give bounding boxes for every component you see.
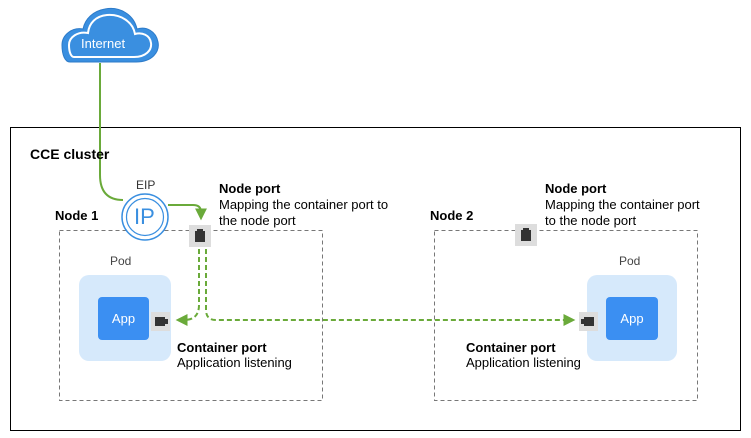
node2-pod-label: Pod: [619, 254, 641, 268]
node1-node-port-desc-1: Mapping the container port to: [219, 197, 389, 212]
node1-container-port-desc: Application listening: [177, 355, 292, 370]
node2-app-box: App: [606, 297, 658, 340]
node2-node-port-icon: [515, 224, 537, 246]
node1-node-port-title: Node port: [219, 181, 281, 196]
eip-icon-text: IP: [134, 204, 155, 229]
node2-node-port-desc-1: Mapping the container port: [545, 197, 700, 212]
internet-label: Internet: [81, 36, 126, 51]
eip-to-nodeport-arrow: [168, 204, 207, 221]
node1-app-box: App: [98, 297, 149, 340]
node1-node-port-icon: [189, 225, 211, 247]
node2-container-port-title: Container port: [466, 340, 556, 355]
node1-pod-label: Pod: [110, 254, 132, 268]
node1-label: Node 1: [55, 208, 99, 223]
node1-container-port-title: Container port: [177, 340, 267, 355]
nodeport-to-container2-arrow: [205, 249, 576, 326]
node1-node-port-desc-2: the node port: [219, 213, 296, 228]
cluster-border: [10, 127, 741, 431]
cluster-title: CCE cluster: [30, 146, 110, 162]
nodeport-to-container1-arrow: [175, 249, 200, 326]
node2-container-port-icon: [579, 312, 598, 331]
node2-container-port-desc: Application listening: [466, 355, 581, 370]
node2-node-port-title: Node port: [545, 181, 607, 196]
eip-icon: [121, 193, 169, 241]
node2-node-port-desc-2: to the node port: [545, 213, 637, 228]
node2-border: [434, 230, 698, 401]
node1-border: [59, 230, 323, 401]
node1-app-label: App: [111, 311, 136, 326]
node1-container-port-icon: [151, 312, 170, 331]
node2-app-label: App: [620, 311, 644, 326]
node2-label: Node 2: [430, 208, 474, 223]
cloud-icon: [61, 7, 159, 63]
eip-label: EIP: [136, 178, 156, 192]
internet-to-eip-line: [99, 63, 124, 201]
